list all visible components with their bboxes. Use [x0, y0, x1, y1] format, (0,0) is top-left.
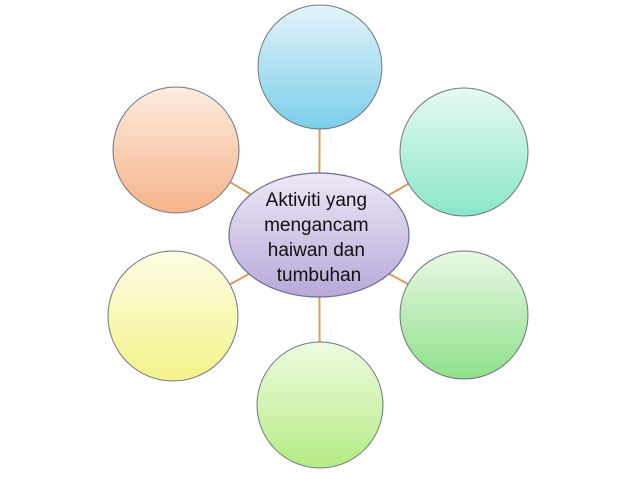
satellite-circle-top-left — [112, 86, 240, 214]
satellite-circles — [107, 4, 529, 469]
center-label-line-2: mengancam — [264, 215, 369, 236]
center-label-line-3: haiwan dan — [268, 240, 365, 261]
connector-top-right — [387, 182, 409, 197]
satellite-circle-top-right — [399, 87, 529, 217]
satellite-circle-bottom-right — [399, 250, 529, 380]
center-node: Aktiviti yang mengancam haiwan dan tumbu… — [228, 172, 410, 298]
connector-bottom-left — [229, 273, 250, 286]
center-label: Aktiviti yang mengancam haiwan dan tumbu… — [264, 190, 374, 286]
connector-top-left — [229, 181, 252, 196]
connector-bottom-right — [388, 272, 409, 285]
connector-lines — [229, 128, 409, 343]
center-ellipse — [228, 172, 410, 298]
satellite-circle-bottom — [256, 341, 384, 469]
satellite-circle-top — [257, 4, 383, 130]
satellite-circle-bottom-left — [107, 250, 239, 382]
center-label-line-1: Aktiviti yang — [266, 190, 367, 211]
center-label-line-4: tumbuhan — [277, 265, 362, 286]
